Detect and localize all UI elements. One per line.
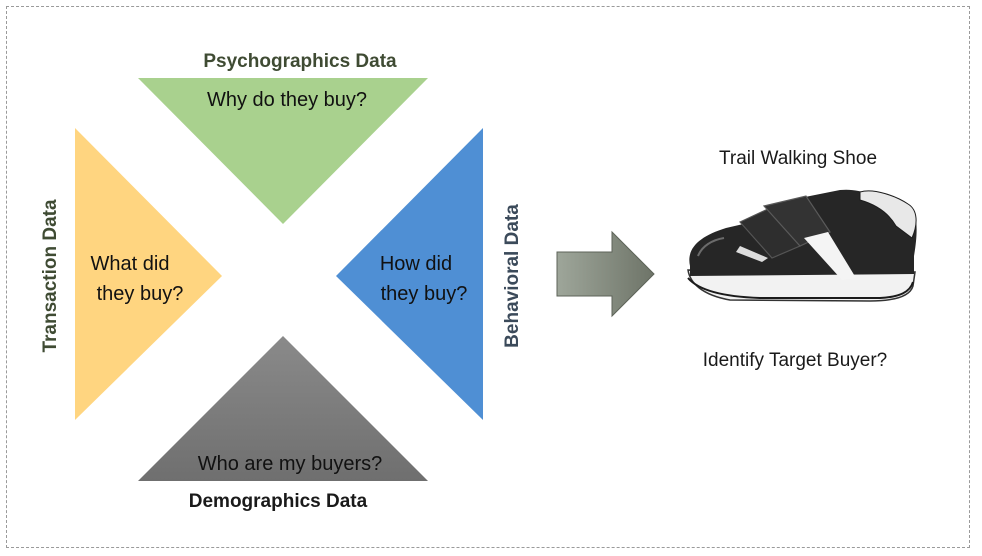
- product-caption: Identify Target Buyer?: [703, 350, 887, 371]
- transaction-question-line1: What did: [91, 253, 170, 275]
- psychographics-question: Why do they buy?: [207, 89, 367, 111]
- walking-shoe-icon: [687, 189, 917, 302]
- behavioral-triangle: [336, 128, 483, 420]
- demographics-question: Who are my buyers?: [198, 453, 383, 475]
- diagram-frame: [6, 6, 970, 548]
- behavioral-question-line2: they buy?: [381, 283, 468, 305]
- demographics-triangle: [138, 336, 428, 481]
- psychographics-title: Psychographics Data: [203, 51, 397, 72]
- behavioral-title: Behavioral Data: [502, 204, 523, 348]
- transaction-question-line2: they buy?: [97, 283, 184, 305]
- transaction-title: Transaction Data: [40, 199, 61, 353]
- psychographics-triangle: [138, 78, 428, 224]
- transaction-triangle: [75, 128, 222, 420]
- behavioral-question-line1: How did: [380, 253, 452, 275]
- right-arrow-icon: [556, 230, 655, 318]
- demographics-title: Demographics Data: [189, 491, 368, 512]
- product-title: Trail Walking Shoe: [719, 148, 877, 169]
